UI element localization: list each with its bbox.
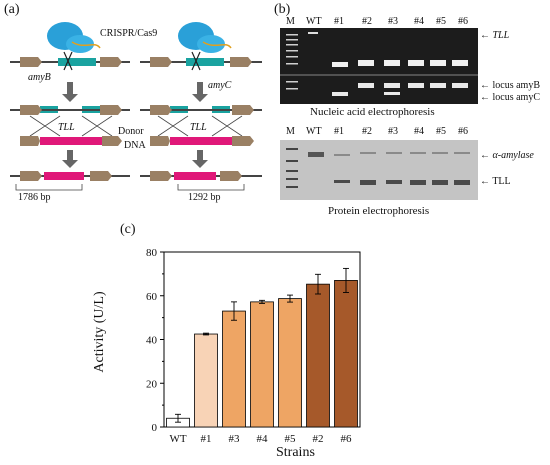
bar — [194, 333, 218, 428]
lane-label-3: #3 — [388, 16, 398, 27]
x-tick-label: #2 — [313, 433, 324, 445]
insert-left-label: TLL — [58, 122, 75, 133]
nucleic-caption: Nucleic acid electrophoresis — [310, 106, 435, 118]
bar — [278, 298, 302, 428]
bar — [306, 283, 330, 428]
y-tick-label: 40 — [146, 335, 158, 347]
donor-label: Donor — [118, 126, 144, 137]
lane-label-4: #4 — [414, 16, 424, 27]
y-tick-label: 0 — [152, 422, 158, 434]
lane-label-m: M — [286, 16, 295, 27]
lane2-label-m: M — [286, 126, 295, 137]
band-tll-dna-label: ← TLL — [480, 30, 510, 41]
lane-label-1: #1 — [334, 16, 344, 27]
band-locus-amyc-label: ← locus amyC — [480, 92, 540, 103]
y-axis-label: Activity (U/L) — [92, 291, 107, 373]
panel-b-label: (b) — [274, 2, 291, 17]
crispr-label: CRISPR/Cas9 — [100, 28, 158, 39]
y-tick-label: 60 — [146, 291, 158, 303]
x-axis-label: Strains — [276, 445, 315, 460]
band-amylase-label: ← α-amylase — [480, 150, 534, 161]
panel-a-diagram — [10, 22, 262, 191]
lane2-label-6: #6 — [458, 126, 468, 137]
lane-label-2: #2 — [362, 16, 372, 27]
band-tll-protein-label: ← TLL — [480, 176, 511, 187]
donor-label-2: DNA — [124, 140, 146, 151]
cas9-right-icon — [178, 22, 232, 53]
lane2-label-5: #5 — [436, 126, 446, 137]
panel-a-label: (a) — [4, 2, 20, 17]
protein-caption: Protein electrophoresis — [328, 205, 430, 217]
bar — [250, 301, 274, 428]
x-tick-label: #6 — [341, 433, 353, 445]
lane2-label-wt: WT — [306, 126, 322, 137]
lane2-label-2: #2 — [362, 126, 372, 137]
gene-amyb-label: amyB — [28, 72, 51, 83]
size-left-label: 1786 bp — [18, 192, 51, 203]
x-tick-label: #3 — [229, 433, 241, 445]
x-tick-label: WT — [169, 433, 186, 445]
band-locus-amyb-label: ← locus amyB — [480, 80, 540, 91]
cas9-left-icon — [47, 22, 101, 53]
bar — [222, 310, 246, 428]
bar — [334, 280, 358, 428]
y-tick-label: 20 — [146, 378, 158, 390]
lane2-label-4: #4 — [414, 126, 424, 137]
gene-amyc-label: amyC — [208, 80, 232, 91]
nucleic-gel — [280, 28, 478, 104]
x-tick-label: #5 — [285, 433, 297, 445]
lane-label-6: #6 — [458, 16, 468, 27]
y-tick-label: 80 — [146, 247, 158, 259]
panel-c-label: (c) — [120, 222, 136, 237]
x-tick-label: #1 — [201, 433, 212, 445]
x-tick-label: #4 — [257, 433, 269, 445]
lane-label-wt: WT — [306, 16, 322, 27]
lane-label-5: #5 — [436, 16, 446, 27]
lane2-label-3: #3 — [388, 126, 398, 137]
lane2-label-1: #1 — [334, 126, 344, 137]
size-right-label: 1292 bp — [188, 192, 221, 203]
protein-gel — [280, 140, 478, 200]
insert-right-label: TLL — [190, 122, 207, 133]
